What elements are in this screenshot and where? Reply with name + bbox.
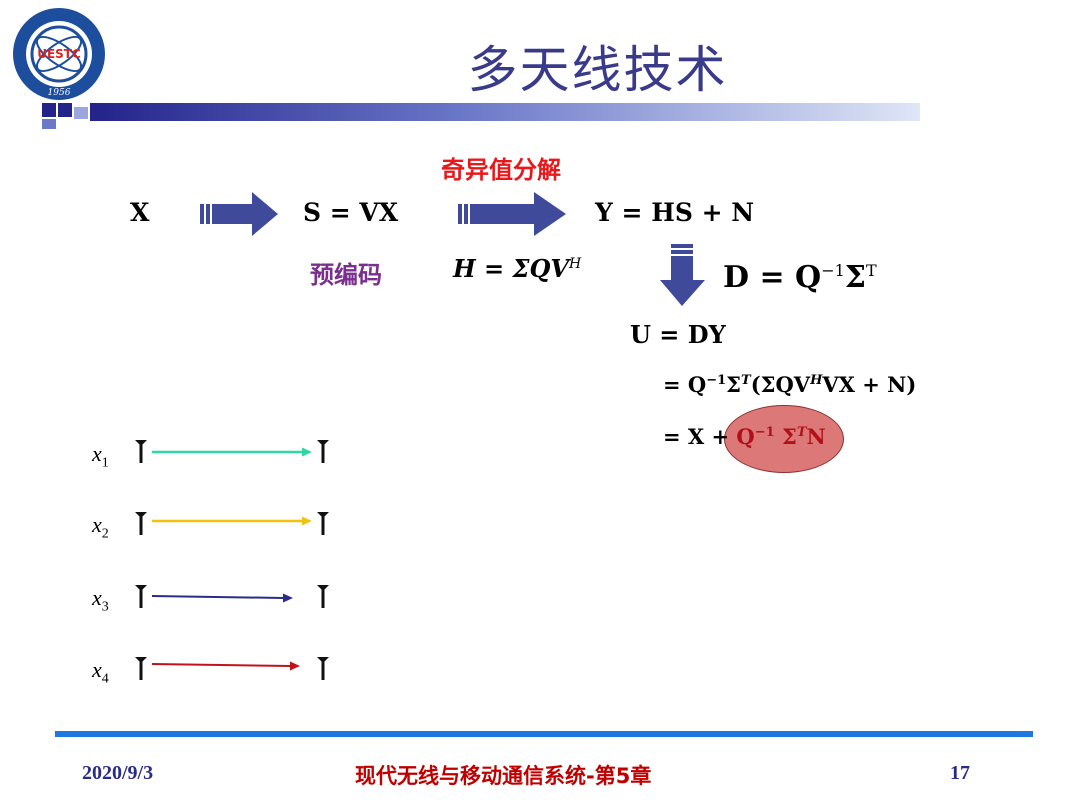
y-equation: Y = HS + N: [595, 198, 755, 227]
x-symbol: X: [130, 198, 150, 227]
svd-label: 奇异值分解: [441, 156, 561, 184]
antenna-link-4: [135, 657, 329, 680]
precoding-label: 预编码: [310, 261, 382, 289]
arrow-down-icon: [659, 244, 707, 315]
u-expansion-sup3: H: [810, 373, 823, 388]
stream-label-4: x4: [92, 657, 109, 687]
h-equation: H = ΣQVH: [453, 254, 581, 283]
d-equation: D = Q−1ΣT: [723, 260, 877, 295]
stream-index: 1: [101, 455, 109, 471]
university-logo: UESTC 1956: [4, 4, 114, 104]
rx-antenna-icon: [317, 440, 329, 463]
stream-label-3: x3: [92, 585, 109, 615]
noise-term-q: Q: [736, 424, 755, 449]
footer-divider: [55, 731, 1033, 737]
d-equation-sup1: −1: [821, 261, 845, 280]
logo-year: 1956: [48, 88, 71, 98]
stream-label-1: x1: [92, 441, 109, 471]
antenna-links: [135, 440, 329, 680]
arrow-right-icon: [458, 190, 568, 243]
tx-antenna-icon: [135, 585, 147, 608]
title-bar: [90, 103, 920, 121]
stream-symbol: x: [92, 657, 102, 682]
u-expansion-d: VX + N): [822, 372, 917, 397]
noise-term: Q−1 ΣTN: [736, 424, 825, 449]
d-equation-main: D = Q: [723, 260, 822, 295]
rx-antenna-icon: [317, 585, 329, 608]
u-expansion-line: = Q−1ΣT(ΣQVHVX + N): [663, 372, 916, 397]
footer-date: 2020/9/3: [82, 762, 154, 784]
tx-antenna-icon: [135, 440, 147, 463]
tx-antenna-icon: [135, 657, 147, 680]
u-expansion-c: (ΣQV: [750, 372, 811, 397]
h-equation-main: H = ΣQV: [453, 254, 569, 283]
u-expansion-a: = Q: [663, 372, 707, 397]
stream-index: 3: [101, 599, 109, 615]
logo-text: UESTC: [37, 47, 81, 61]
stream-symbol: x: [92, 512, 102, 537]
rx-antenna-icon: [317, 512, 329, 535]
s-equation: S = VX: [303, 198, 399, 227]
d-equation-sigma: Σ: [844, 260, 866, 295]
u-expansion-sup1: −1: [706, 373, 727, 388]
h-equation-sup: H: [569, 256, 582, 272]
noise-term-n: N: [806, 424, 826, 449]
rx-antenna-icon: [317, 657, 329, 680]
title-decoration: [42, 103, 92, 129]
stream-index: 4: [101, 671, 109, 687]
footer-course: 现代无线与移动通信系统-第5章: [355, 764, 652, 788]
noise-term-sigma: Σ: [774, 424, 797, 449]
tx-antenna-icon: [135, 512, 147, 535]
u-result-line: = X + Q−1 ΣTN: [663, 424, 826, 449]
antenna-link-2: [135, 512, 329, 535]
noise-term-sup1: −1: [754, 425, 775, 440]
stream-index: 2: [101, 526, 109, 542]
antenna-link-1: [135, 440, 329, 463]
u-expansion-b: Σ: [726, 372, 742, 397]
stream-symbol: x: [92, 441, 102, 466]
stream-symbol: x: [92, 585, 102, 610]
stream-label-2: x2: [92, 512, 109, 542]
u-equation: U = DY: [630, 320, 726, 349]
arrow-right-icon: [200, 190, 280, 243]
u-expansion-sup2: T: [741, 373, 751, 388]
antenna-link-3: [135, 585, 329, 608]
d-equation-sup2: T: [866, 261, 877, 280]
page-number: 17: [950, 762, 970, 784]
noise-term-sup2: T: [796, 425, 807, 440]
noise-term-highlight: [724, 405, 844, 473]
u-result-a: = X +: [663, 424, 730, 449]
page-title: 多天线技术: [467, 41, 728, 99]
